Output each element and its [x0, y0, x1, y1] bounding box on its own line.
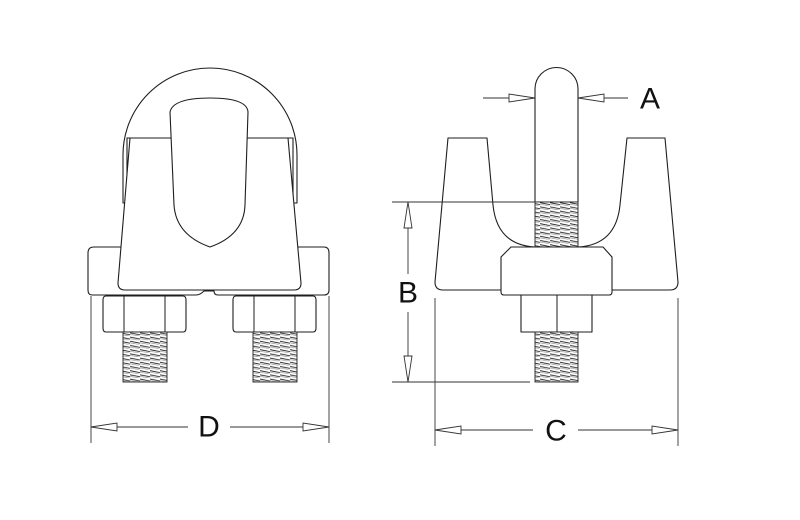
dimension-b: B [392, 201, 535, 383]
label-d: D [198, 411, 220, 444]
label-b: B [398, 277, 418, 310]
side-hex-nut [520, 294, 593, 333]
saddle-opening [169, 97, 249, 248]
front-view: D [87, 67, 330, 444]
dimension-c: C [434, 298, 679, 448]
left-thread [122, 331, 168, 383]
left-hex-nut [102, 295, 187, 333]
label-a: A [640, 83, 660, 116]
dimension-a: A [483, 83, 660, 116]
upper-thread [534, 201, 579, 248]
pin-shank [534, 66, 579, 203]
saddle-nut [500, 246, 613, 296]
dimension-d: D [90, 296, 330, 444]
right-thread [252, 331, 298, 383]
saddle-wings [434, 137, 679, 291]
lower-thread [534, 331, 579, 383]
side-view: A B C [392, 66, 679, 448]
right-hex-nut [232, 295, 317, 333]
label-c: C [545, 415, 567, 448]
